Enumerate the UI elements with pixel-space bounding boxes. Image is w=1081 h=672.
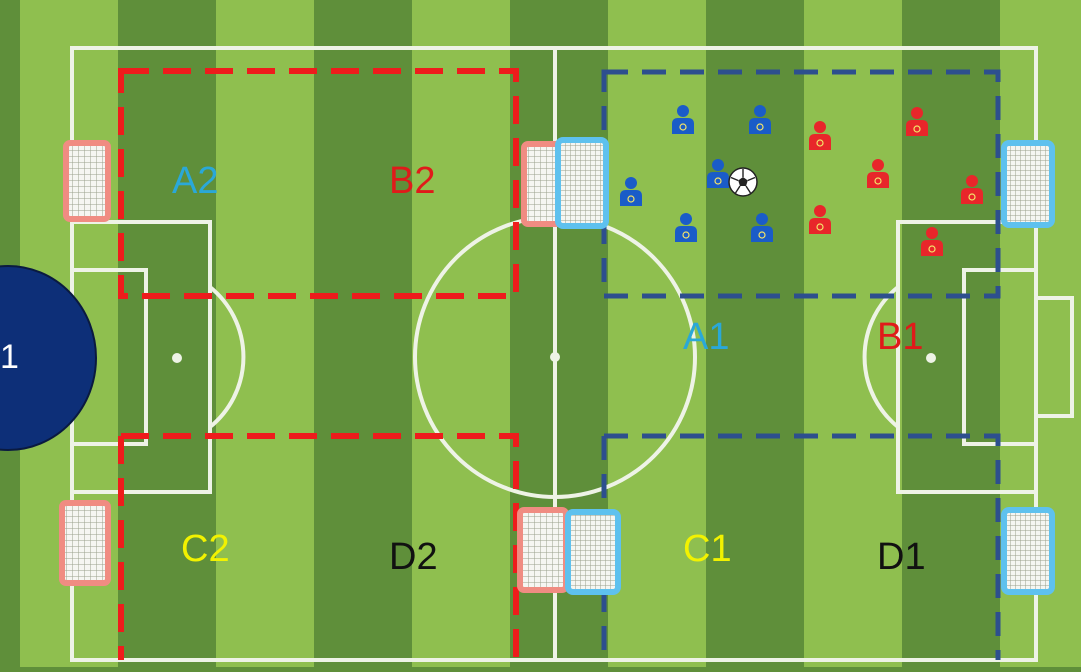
pitch-stripe (216, 0, 314, 667)
zone-label-d1: D1 (877, 536, 926, 578)
center-spot (550, 352, 560, 362)
right-goal-box (1034, 296, 1074, 418)
zone-box-a2-b2 (118, 68, 519, 299)
blue-player-icon (749, 105, 771, 134)
right-penalty-arc (862, 285, 900, 429)
badge-number: 1 (0, 338, 19, 376)
left-penalty-spot (172, 353, 182, 363)
red-player-icon (867, 159, 889, 188)
red-player-icon (906, 107, 928, 136)
goal-right-bottom (1001, 507, 1055, 595)
right-penalty-spot (926, 353, 936, 363)
goal-left-top (63, 140, 111, 222)
red-player-icon (921, 227, 943, 256)
zone-box-c2-d2 (118, 433, 519, 660)
zone-label-b1: B1 (877, 316, 924, 358)
blue-player-icon (620, 177, 642, 206)
pitch-stripe (608, 0, 706, 667)
left-penalty-arc (208, 285, 246, 429)
soccer-ball-icon (728, 167, 758, 197)
blue-player-icon (672, 105, 694, 134)
red-player-icon (809, 121, 831, 150)
zone-label-c2: C2 (181, 528, 230, 570)
goal-center-top-cyan (555, 137, 609, 229)
goal-center-bottom-pink (517, 507, 569, 593)
red-player-icon (809, 205, 831, 234)
goal-center-bottom-cyan (565, 509, 621, 595)
players (620, 105, 983, 256)
goal-right-top (1001, 140, 1055, 228)
left-half-dashed-zones (118, 68, 519, 660)
zone-label-d2: D2 (389, 536, 438, 578)
numbered-badge (0, 265, 97, 451)
pitch-stripe (412, 0, 510, 667)
zone-label-b2: B2 (389, 160, 436, 202)
zone-label-c1: C1 (683, 528, 732, 570)
zone-box-c1-d1 (601, 433, 1001, 660)
red-player-icon (961, 175, 983, 204)
pitch-stripe (804, 0, 902, 667)
blue-player-icon (751, 213, 773, 242)
goal-left-bottom (59, 500, 111, 586)
zone-label-a2: A2 (172, 160, 219, 202)
blue-player-icon (675, 213, 697, 242)
blue-player-icon (707, 159, 729, 188)
zone-label-a1: A1 (683, 316, 730, 358)
mini-goals (59, 137, 1055, 595)
